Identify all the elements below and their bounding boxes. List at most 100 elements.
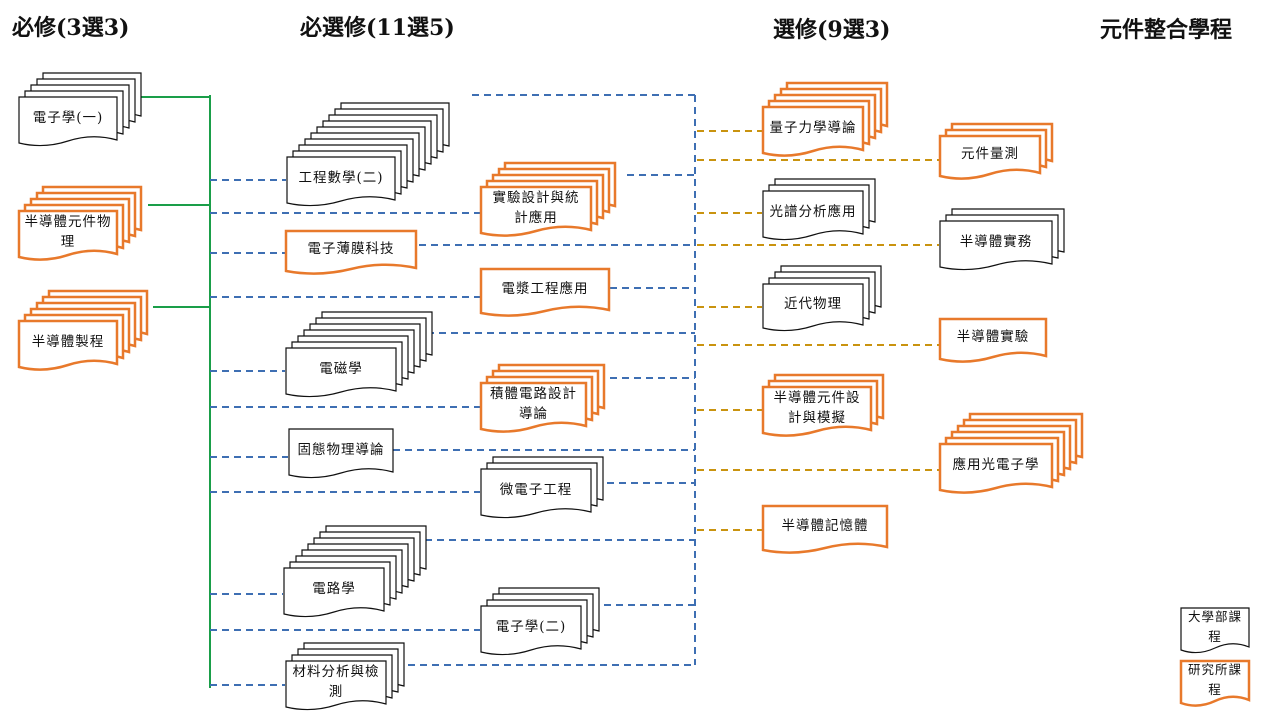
required-connectors — [130, 95, 211, 688]
document-stack-icon — [286, 102, 450, 207]
course-label: 量子力學導論 — [769, 120, 857, 136]
course-solid-state-physics[interactable]: 固態物理導論 — [288, 428, 394, 480]
core-elective-connectors — [210, 94, 696, 686]
course-semiconductor-memory[interactable]: 半導體記憶體 — [761, 504, 889, 555]
document-stack-icon — [939, 208, 1065, 271]
course-label: 電子學(一) — [32, 110, 104, 126]
document-stack-icon — [284, 229, 418, 275]
legend-graduate: 研究所課程 — [1179, 659, 1251, 708]
document-stack-icon — [480, 587, 600, 656]
document-stack-icon — [17, 185, 143, 261]
course-electronics-1[interactable]: 電子學(一) — [18, 72, 142, 148]
course-engineering-math-2[interactable]: 工程數學(二) — [286, 102, 450, 208]
document-stack-icon — [283, 525, 427, 618]
document-front-sheet — [17, 319, 119, 371]
document-front-sheet — [17, 209, 119, 261]
document-front-sheet — [1180, 607, 1250, 654]
document-stack-icon — [479, 267, 611, 317]
document-stack-icon — [761, 373, 885, 437]
document-front-sheet — [479, 267, 611, 317]
course-electromagnetics[interactable]: 電磁學 — [285, 311, 433, 399]
course-label: 固態物理導論 — [297, 442, 385, 458]
document-stack-icon — [938, 317, 1048, 363]
document-front-sheet — [480, 468, 592, 519]
course-label: 半導體記憶體 — [781, 518, 869, 534]
document-stack-icon — [285, 311, 433, 398]
course-applied-optoelectronics[interactable]: 應用光電子學 — [938, 412, 1084, 495]
course-circuits[interactable]: 電路學 — [283, 525, 427, 619]
course-label: 近代物理 — [784, 296, 842, 312]
course-spectral-analysis[interactable]: 光譜分析應用 — [762, 178, 876, 242]
document-stack-icon — [938, 122, 1054, 180]
document-front-sheet — [938, 134, 1042, 180]
course-label: 大學部課程 — [1187, 609, 1242, 644]
course-electronic-thin-film[interactable]: 電子薄膜科技 — [284, 229, 418, 276]
course-label: 應用光電子學 — [952, 457, 1040, 473]
document-front-sheet — [762, 190, 864, 241]
legend-undergraduate: 大學部課程 — [1180, 607, 1250, 655]
document-stack-icon — [288, 428, 394, 479]
document-front-sheet — [938, 442, 1054, 494]
document-stack-icon — [1180, 607, 1250, 654]
document-front-sheet — [285, 347, 397, 398]
course-quantum-mechanics-intro[interactable]: 量子力學導論 — [761, 81, 889, 158]
course-electronics-2[interactable]: 電子學(二) — [480, 587, 600, 657]
course-label: 材料分析與檢測 — [292, 664, 380, 700]
document-front-sheet — [761, 385, 873, 437]
course-label: 光譜分析應用 — [769, 204, 857, 220]
document-front-sheet — [479, 185, 593, 237]
document-front-sheet — [761, 504, 889, 554]
course-label: 半導體製程 — [31, 334, 105, 350]
course-semiconductor-process[interactable]: 半導體製程 — [17, 289, 149, 372]
document-front-sheet — [284, 229, 418, 275]
document-front-sheet — [479, 381, 588, 433]
course-label: 工程數學(二) — [298, 170, 384, 186]
document-front-sheet — [285, 660, 387, 711]
course-semiconductor-practice[interactable]: 半導體實務 — [939, 208, 1065, 272]
document-stack-icon — [762, 265, 882, 332]
course-semiconductor-lab[interactable]: 半導體實驗 — [938, 317, 1048, 364]
course-label: 半導體元件物理 — [24, 214, 112, 250]
document-front-sheet — [1179, 659, 1251, 707]
document-stack-icon — [762, 178, 876, 241]
course-experimental-design-statistics[interactable]: 實驗設計與統計應用 — [479, 161, 617, 238]
document-stack-icon — [938, 412, 1084, 494]
course-label: 電子學(二) — [495, 619, 567, 635]
course-label: 微電子工程 — [499, 482, 573, 498]
document-stack-icon — [761, 81, 889, 157]
document-front-sheet — [480, 605, 582, 656]
document-stack-icon — [479, 161, 617, 237]
course-microelectronics-engineering[interactable]: 微電子工程 — [480, 456, 604, 520]
elective-connectors — [697, 130, 939, 531]
course-modern-physics[interactable]: 近代物理 — [762, 265, 882, 333]
course-label: 電路學 — [312, 581, 356, 597]
course-label: 半導體實驗 — [956, 329, 1030, 345]
course-label: 電磁學 — [319, 361, 363, 377]
course-device-measurement[interactable]: 元件量測 — [938, 122, 1054, 181]
document-front-sheet — [939, 220, 1053, 271]
course-semiconductor-device-design-simulation[interactable]: 半導體元件設計與模擬 — [761, 373, 885, 438]
course-label: 電漿工程應用 — [501, 281, 589, 297]
course-plasma-engineering[interactable]: 電漿工程應用 — [479, 267, 611, 318]
document-stack-icon — [761, 504, 889, 554]
document-stack-icon — [480, 456, 604, 519]
document-front-sheet — [761, 105, 865, 157]
document-stack-icon — [17, 289, 149, 371]
header-required: 必修(3選3) — [12, 15, 130, 41]
document-front-sheet — [288, 428, 394, 479]
document-front-sheet — [286, 156, 396, 207]
document-front-sheet — [18, 96, 118, 147]
document-front-sheet — [762, 283, 864, 332]
document-front-sheet — [283, 567, 385, 618]
course-label: 半導體實務 — [959, 234, 1033, 250]
document-front-sheet — [938, 317, 1048, 363]
course-semiconductor-device-physics[interactable]: 半導體元件物理 — [17, 185, 143, 262]
course-materials-analysis[interactable]: 材料分析與檢測 — [285, 642, 405, 712]
course-ic-design-intro[interactable]: 積體電路設計導論 — [479, 363, 606, 434]
course-label: 半導體元件設計與模擬 — [773, 390, 861, 426]
course-label: 實驗設計與統計應用 — [492, 190, 580, 226]
course-label: 電子薄膜科技 — [307, 241, 395, 257]
header-core-elective: 必選修(11選5) — [300, 15, 455, 41]
